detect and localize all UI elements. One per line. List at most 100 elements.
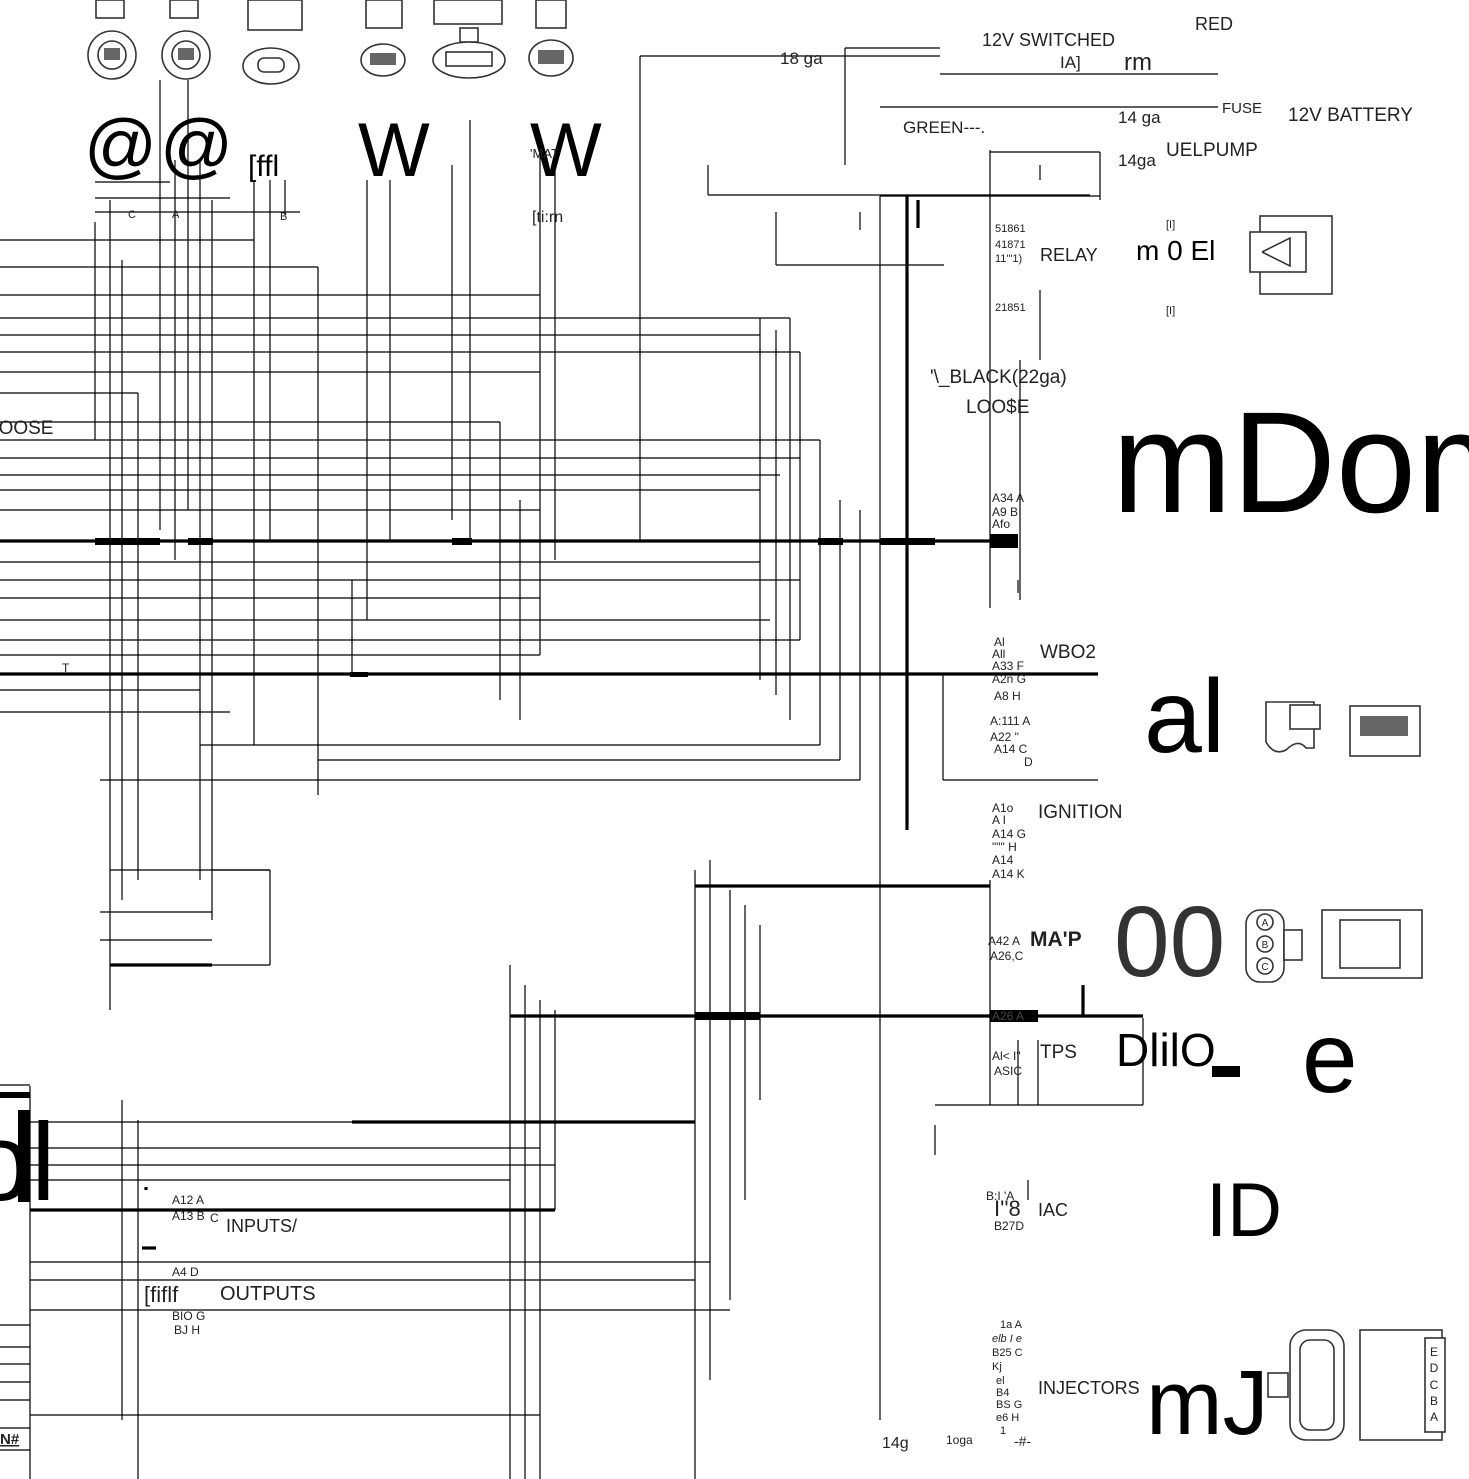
wbo2-pin-7: A14 C	[994, 742, 1028, 756]
top-connector-2	[161, 0, 211, 80]
label-green: GREEN---.	[903, 118, 985, 137]
ignition-label: IGNITION	[1038, 802, 1122, 823]
map-label: MA'P	[1030, 928, 1082, 951]
wbo2-connectors	[1265, 701, 1421, 757]
wbo2-block: WBO2 Al All A33 F A2n G A8 H A:111 A A22…	[990, 635, 1096, 769]
glyph-00: 00	[1114, 886, 1225, 998]
label-12v-switched: 12V SWITCHED	[982, 30, 1115, 50]
label-14ga-a: 14 ga	[1118, 108, 1161, 127]
label-ia: IA]	[1060, 53, 1081, 72]
relay-glyph: m 0 El	[1136, 235, 1215, 266]
wbo2-pin-6: A22 "	[990, 730, 1019, 744]
wbo2-label: WBO2	[1040, 642, 1096, 663]
relay-block: 51861 41871 11'"1) RELAY 21851 m 0 El [I…	[995, 219, 1215, 317]
relay-connector	[1249, 215, 1333, 295]
wbo2-pin-4: A8 H	[994, 689, 1021, 703]
wbo2-pin-3: A2n G	[992, 672, 1026, 686]
ign-pin-4: A14	[992, 853, 1014, 867]
io-block: A12 A A13 B C INPUTS/ A4 D [fiflf OUTPUT…	[144, 1193, 316, 1337]
pin-afo: Afo	[992, 517, 1010, 531]
io-pin-0: A12 A	[172, 1193, 204, 1207]
wbo2-pin-2: A33 F	[992, 659, 1024, 673]
label-loose-left: LOOSE	[0, 418, 53, 439]
pin-letters: C A B	[128, 209, 287, 223]
map-pin-a: A	[1262, 918, 1269, 929]
pin-letter-a: A	[172, 209, 180, 221]
ign-pin-3: """ H	[992, 840, 1017, 854]
tps-pin-0: Al< I"	[992, 1049, 1021, 1063]
sensor-glyphs: @ @ [ffl W W 'MAT [ti:rn	[84, 106, 602, 226]
top-power-labels: 12V SWITCHED RED 18 ga IA] rm FUSE 12V B…	[780, 14, 1413, 170]
thin-wires	[0, 47, 1218, 1479]
label-18ga: 18 ga	[780, 49, 823, 68]
inj-pin-8: 1	[1000, 1425, 1006, 1437]
map-pin-c: C	[1261, 962, 1268, 973]
wbo2-pin-8: D	[1024, 755, 1033, 769]
pin-a9: A9 B	[992, 505, 1018, 519]
ign-pin-2: A14 G	[992, 827, 1026, 841]
io-pin-2: C	[210, 1211, 219, 1225]
relay-pin-3: 11'"1)	[995, 253, 1022, 265]
map-pin-b: B	[1262, 940, 1269, 951]
glyph-left-ol: ol	[0, 1101, 56, 1224]
io-glyph: [fiflf	[144, 1282, 179, 1307]
ign-pin-5: A14 K	[992, 867, 1025, 881]
bus-segments	[0, 534, 1240, 1202]
label-12v-battery: 12V BATTERY	[1288, 105, 1413, 126]
label-14ga-b: 14ga	[1118, 151, 1156, 170]
iac-block: B:I 'A I''8 IAC B27D	[986, 1189, 1068, 1233]
map-pin-extra: A26 A	[992, 1009, 1024, 1023]
top-connector-5	[432, 0, 506, 79]
relay-pin-4: 21851	[995, 302, 1026, 314]
misc-labels: T N#	[0, 661, 70, 1448]
inj-pin-d: D	[1430, 1361, 1439, 1375]
label-black-22ga: '\_BLACK(22ga)	[930, 367, 1067, 388]
inj-pin-6: BS G	[996, 1399, 1022, 1411]
top-connector-1	[87, 0, 137, 80]
relay-label: RELAY	[1040, 245, 1098, 265]
inj-pin-a: A	[1430, 1410, 1438, 1424]
pin-letter-b: B	[280, 211, 287, 223]
glyph-at-2: @	[160, 106, 233, 186]
inj-pin-7: e6 H	[996, 1412, 1019, 1424]
inj-pin-4: el	[996, 1375, 1005, 1387]
injectors-label: INJECTORS	[1038, 1378, 1140, 1398]
glyph-e: e	[1302, 1002, 1358, 1114]
relay-bracket-2: [I]	[1166, 305, 1175, 317]
relay-bracket-1: [I]	[1166, 219, 1175, 231]
inj-pin-b: B	[1430, 1394, 1438, 1408]
map-connectors	[1245, 909, 1423, 983]
inj-pin-e: E	[1430, 1345, 1438, 1359]
injector-connectors	[1267, 1329, 1446, 1441]
iac-label: IAC	[1038, 1200, 1068, 1220]
wbo2-pin-5: A:111 A	[990, 714, 1030, 728]
label-red: RED	[1195, 14, 1233, 34]
inj-pin-3: Kj	[992, 1361, 1002, 1373]
top-connector-3	[242, 0, 303, 85]
map-connector-pins: A B C	[1256, 913, 1274, 975]
io-pin-3: A4 D	[172, 1265, 199, 1279]
wbo2-pin-0: Al	[994, 635, 1005, 649]
label-fuse: FUSE	[1222, 100, 1262, 117]
glyph-dlio: DlilO	[1116, 1024, 1216, 1076]
tps-block: TPS Al< I" ASIC	[992, 1042, 1077, 1078]
loose-labels: '\_BLACK(22ga) LOO$E LOOSE	[0, 367, 1067, 439]
inj-14g: 14g	[882, 1435, 909, 1452]
pin-a34: A34 A	[992, 491, 1024, 505]
inj-1oga: 1oga	[946, 1433, 973, 1447]
glyph-id: ID	[1206, 1168, 1282, 1253]
inj-pin-1: elb I e	[992, 1333, 1022, 1345]
iac-glyph: I''8	[994, 1196, 1021, 1221]
inj-hash: -#-	[1014, 1433, 1031, 1449]
label-t: T	[62, 661, 70, 675]
ignition-block: IGNITION A1o A I A14 G """ H A14 A14 K	[992, 801, 1122, 881]
inj-pin-c: C	[1430, 1378, 1439, 1392]
ign-pin-0: A1o	[992, 801, 1014, 815]
tps-label: TPS	[1040, 1042, 1077, 1063]
glyph-mom: mDom	[1112, 382, 1469, 543]
glyph-ffl: [ffl	[248, 150, 279, 183]
glyph-mat: 'MAT	[530, 146, 559, 161]
injectors-block: 1a A elb I e B25 C Kj el B4 BS G e6 H 1 …	[882, 1319, 1140, 1452]
inj-pin-0: 1a A	[1000, 1319, 1023, 1331]
